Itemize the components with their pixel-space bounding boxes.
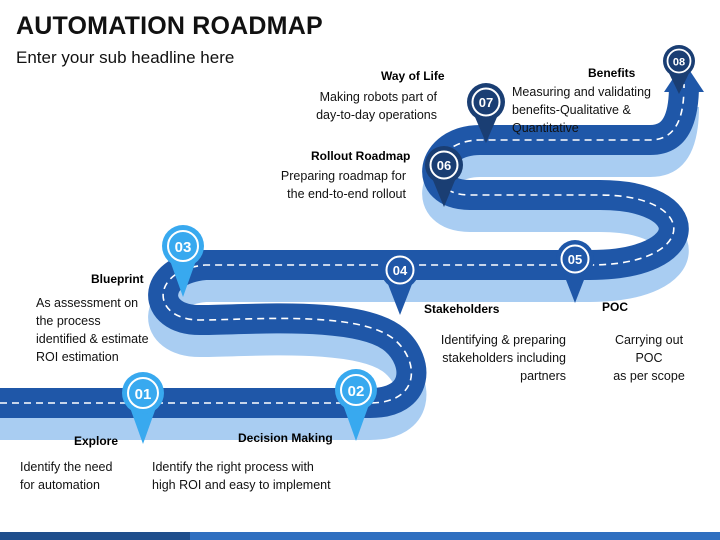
step-03-label: Blueprint [91, 272, 144, 286]
pin-02-number: 02 [348, 383, 365, 400]
pin-04: 04 [381, 251, 419, 315]
step-02-label: Decision Making [238, 431, 333, 445]
pin-08-number: 08 [673, 57, 685, 69]
step-07-label: Way of Life [381, 69, 445, 83]
pin-06: 06 [425, 146, 463, 207]
page-subtitle: Enter your sub headline here [16, 48, 235, 67]
pin-04-number: 04 [393, 263, 408, 278]
pin-07: 07 [467, 83, 505, 143]
step-06-label: Rollout Roadmap [311, 149, 411, 163]
step-04-label: Stakeholders [424, 302, 500, 316]
pin-03: 03 [162, 225, 204, 297]
step-08-label: Benefits [588, 66, 636, 80]
footer-bar-light [190, 532, 720, 540]
step-05-label: POC [602, 300, 629, 314]
pin-07-number: 07 [479, 95, 493, 110]
pin-01: 01 [122, 372, 164, 444]
pin-05: 05 [556, 240, 594, 303]
pin-05-number: 05 [568, 252, 582, 267]
pin-02: 02 [335, 369, 377, 441]
pin-08: 08 [663, 45, 695, 94]
step-01-label: Explore [74, 434, 119, 448]
pin-06-number: 06 [437, 158, 451, 173]
pin-01-number: 01 [135, 386, 152, 403]
pin-03-number: 03 [175, 239, 192, 256]
page-title: AUTOMATION ROADMAP [16, 12, 323, 40]
